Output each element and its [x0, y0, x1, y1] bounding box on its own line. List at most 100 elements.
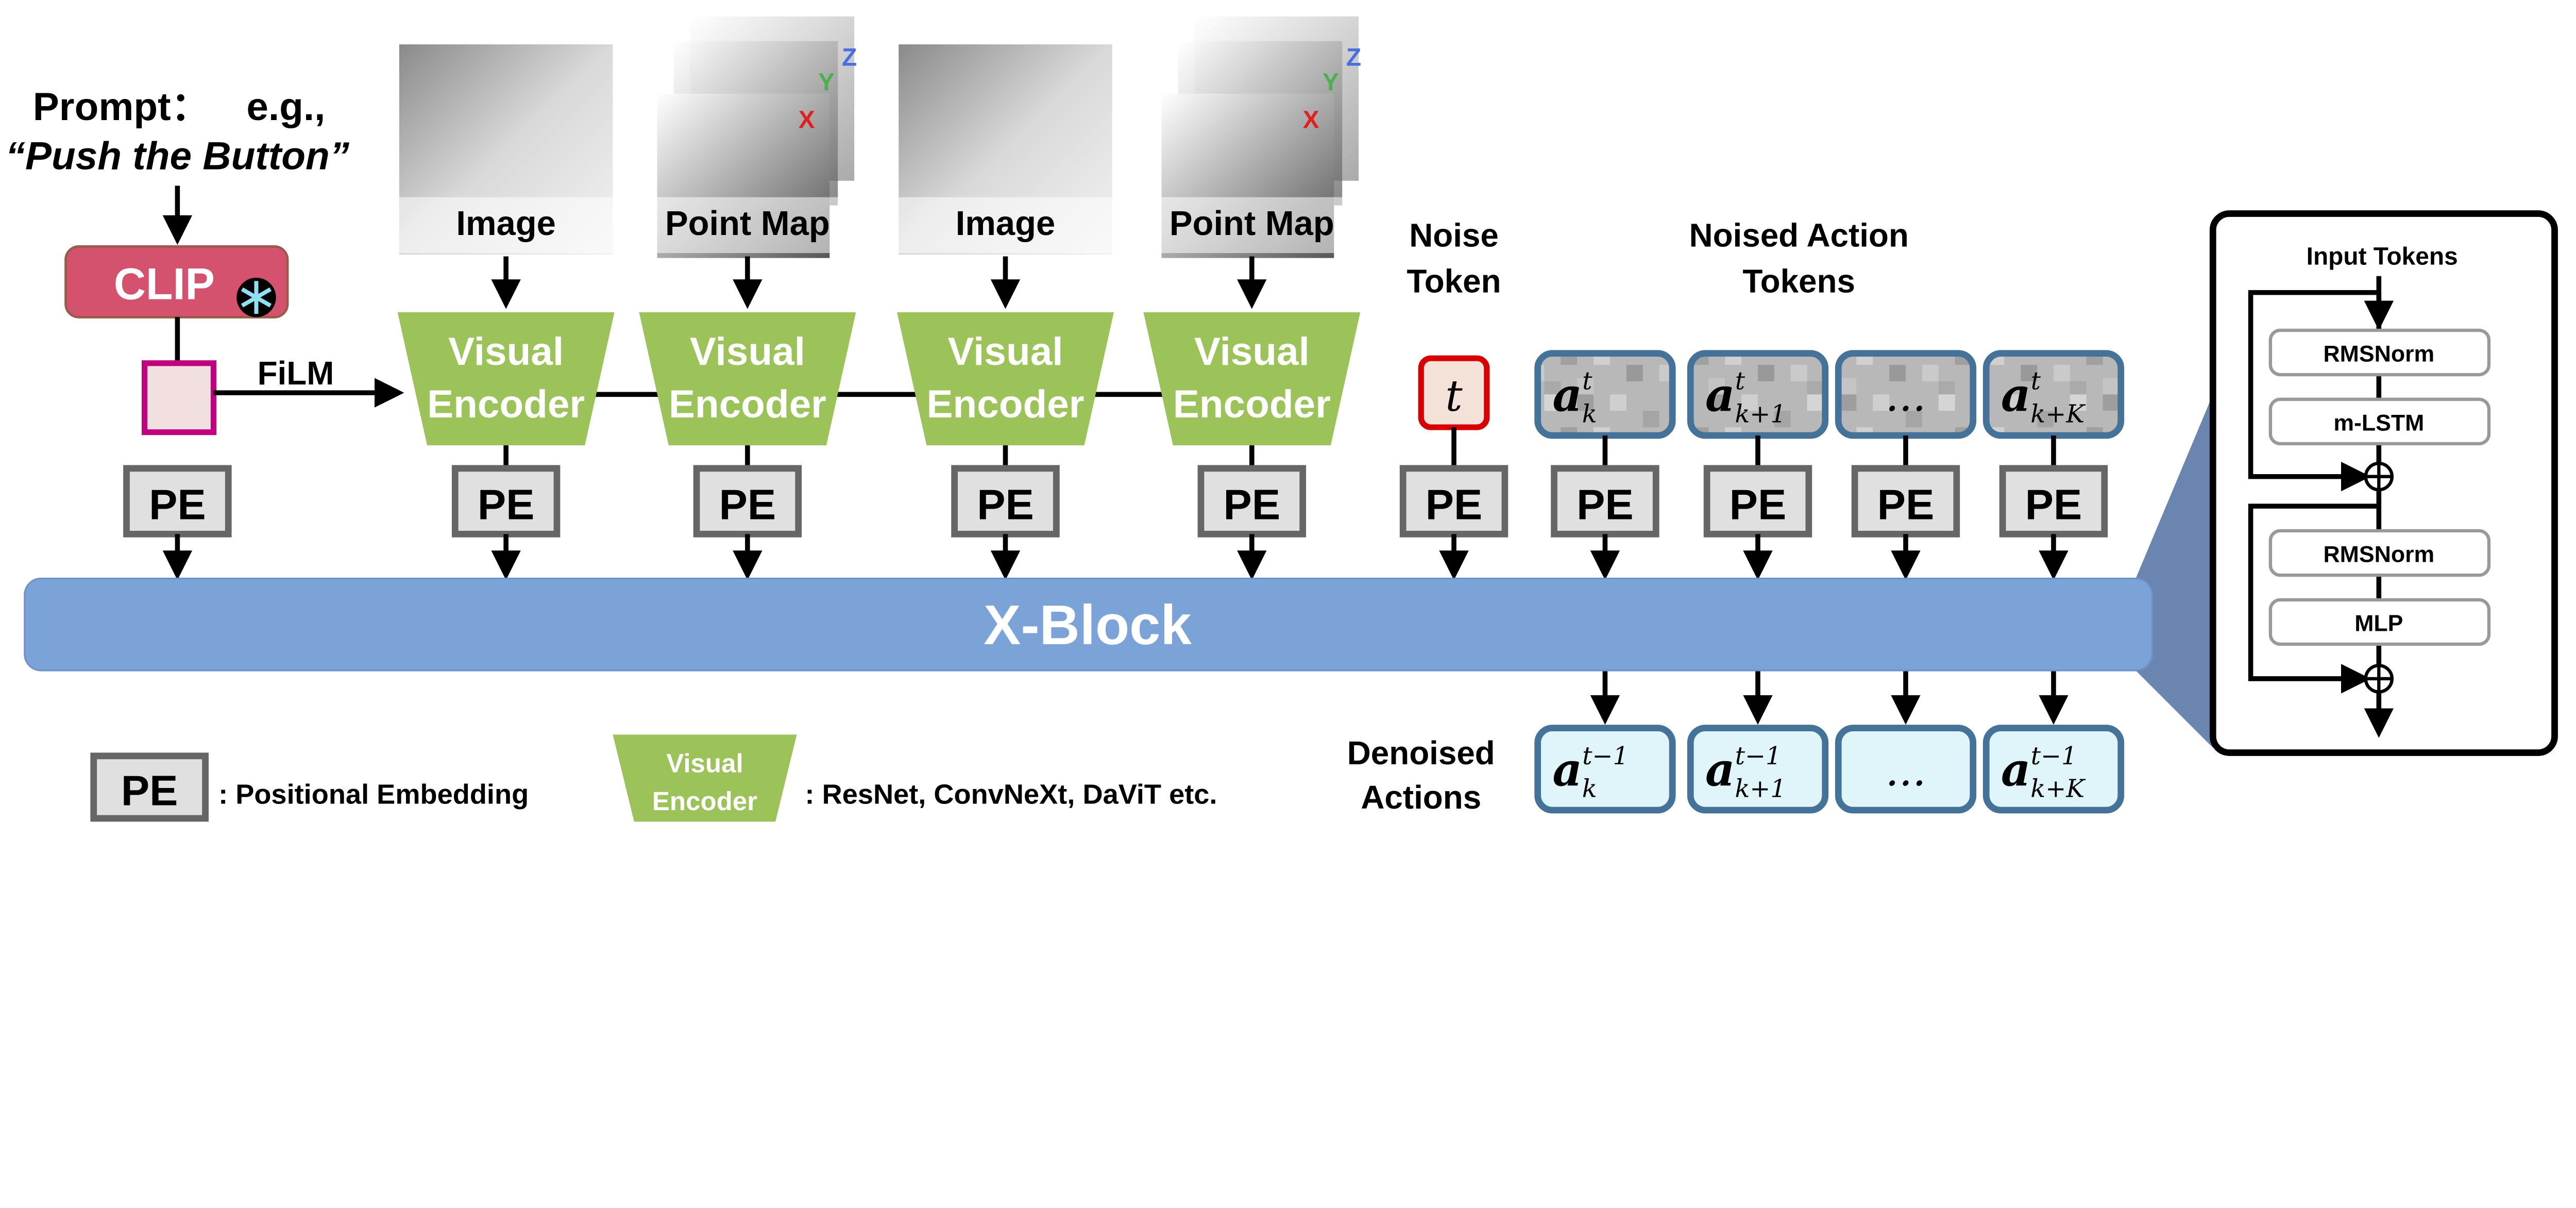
token-base: a: [1705, 368, 1735, 422]
input-image: Image: [399, 44, 613, 255]
label-backdrop: [899, 197, 1112, 254]
token-sub: k+1: [1735, 400, 1786, 429]
x-block: [24, 577, 2153, 672]
prompt-text: “Push the Button”: [6, 134, 350, 178]
noised-title: Noised Action: [1689, 216, 1909, 254]
token-sup: t: [2031, 367, 2041, 396]
film-square: [142, 360, 217, 435]
axis-x: X: [1303, 107, 1319, 134]
pe-label: PE: [719, 481, 776, 529]
token-math: at−1 k+1: [1705, 742, 1786, 803]
legend-pe-box: [90, 752, 209, 822]
pe-label: PE: [1224, 481, 1281, 529]
detail-title: Input Tokens: [2307, 243, 2458, 270]
detail-block: [2268, 529, 2491, 577]
token-base: a: [1705, 743, 1735, 797]
skip-connection: [2248, 290, 2379, 492]
add-icon: [2364, 664, 2394, 694]
snowflake-arm: [241, 287, 272, 308]
encoder-label: Encoder: [926, 382, 1084, 426]
detail-block: [2268, 328, 2491, 377]
token-base: a: [2001, 743, 2031, 797]
encoder-label: Visual: [690, 330, 805, 374]
input-label: Point Map: [665, 204, 830, 243]
legend-encoder: [613, 734, 797, 822]
legend-encoder-label: Visual: [666, 749, 743, 778]
pe-box-visual: [951, 465, 1060, 538]
zoom-wedge: [2136, 394, 2213, 748]
pe-box-action: [1551, 465, 1659, 538]
token-base: a: [1552, 368, 1582, 422]
film-label: FiLM: [258, 355, 334, 392]
noised-title: Tokens: [1742, 263, 1855, 300]
noise-title: Noise: [1409, 216, 1499, 254]
token-math: at k+K: [2001, 367, 2086, 429]
encoder-label: Visual: [448, 330, 564, 374]
token-base: a: [1552, 743, 1582, 797]
encoder-label: Visual: [1194, 330, 1310, 374]
pe-box-visual: [451, 465, 561, 538]
input-label: Point Map: [1170, 204, 1334, 243]
encoder-label: Visual: [948, 330, 1063, 374]
noise-token-label: t: [1445, 371, 1463, 421]
denoised-action-token: [1687, 725, 1829, 814]
label-backdrop: [1145, 197, 1359, 254]
pe-label: PE: [1877, 481, 1935, 529]
pe-label: PE: [1426, 481, 1483, 529]
denoised-title: Actions: [1361, 779, 1481, 816]
token-sup: t−1: [1582, 742, 1629, 770]
token-sub: k+1: [1735, 775, 1786, 803]
pe-label: PE: [977, 481, 1034, 529]
token-base: a: [2001, 368, 2031, 422]
add-icon: [2364, 462, 2394, 492]
clip-label: CLIP: [114, 259, 215, 309]
input-pointmap: ZYX Point Map: [1145, 16, 1361, 258]
ellipsis: ...: [1885, 746, 1926, 796]
pe-label: PE: [149, 481, 206, 529]
axis-z: Z: [842, 44, 857, 72]
encoder-label: Encoder: [669, 382, 826, 426]
token-sup: t−1: [1735, 742, 1782, 770]
label-backdrop: [640, 197, 855, 254]
denoised-action-token: [1534, 725, 1676, 814]
token-sub: k: [1582, 775, 1597, 803]
detail-block: [2268, 598, 2491, 646]
ellipsis: ...: [1885, 371, 1926, 421]
skip-connection: [2248, 504, 2379, 694]
label-backdrop: [399, 197, 613, 254]
denoised-title: Denoised: [1347, 734, 1495, 771]
detail-block-label: RMSNorm: [2323, 342, 2434, 367]
pe-box-visual: [1197, 465, 1307, 538]
denoised-action-token: [1835, 725, 1977, 814]
detail-block-label: RMSNorm: [2323, 542, 2434, 567]
visual-encoder: [639, 312, 856, 446]
token-sub: k+K: [2030, 775, 2086, 803]
visual-encoder: [1143, 312, 1361, 446]
visual-encoder: [897, 312, 1114, 446]
visual-encoder: [397, 312, 615, 446]
legend-pe-label: PE: [121, 766, 178, 814]
x-block-label: X-Block: [984, 594, 1192, 656]
token-sup: t: [1582, 367, 1592, 396]
axis-y: Y: [818, 69, 835, 96]
encoder-label: Encoder: [427, 382, 585, 426]
token-sub: k+K: [2030, 400, 2086, 429]
axis-z: Z: [1346, 44, 1361, 72]
denoised-action-token: [1982, 725, 2125, 814]
detail-block-label: MLP: [2354, 611, 2403, 636]
encoder-label: Encoder: [1173, 382, 1331, 426]
legend-encoder-desc: : ResNet, ConvNeXt, DaViT etc.: [805, 779, 1217, 810]
detail-block: [2268, 397, 2491, 446]
pe-box-action: [1851, 465, 1960, 538]
token-sup: t: [1735, 367, 1745, 396]
axis-y: Y: [1323, 69, 1339, 96]
input-image: Image: [899, 44, 1112, 255]
legend-pe-desc: : Positional Embedding: [218, 779, 529, 810]
snowflake-icon: [236, 277, 276, 317]
input-label: Image: [456, 204, 556, 243]
pe-box-noise: [1399, 465, 1509, 538]
detail-block-label: m-LSTM: [2333, 410, 2424, 435]
input-label: Image: [956, 204, 1056, 243]
